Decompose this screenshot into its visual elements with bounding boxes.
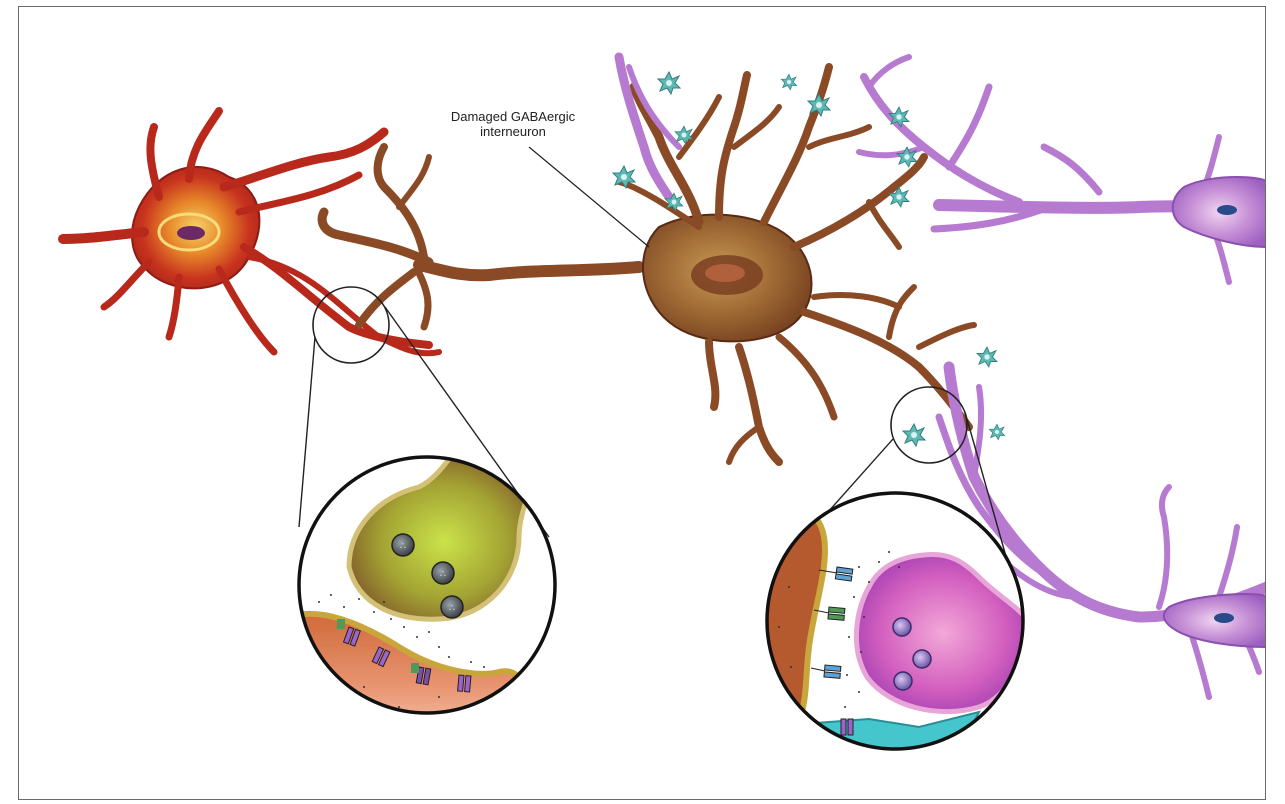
svg-text:∴: ∴ [400,541,406,552]
figure-frame: ∴ ∴ ∴ [18,6,1266,800]
interneuron-label: Damaged GABAergic interneuron [423,109,603,139]
interneuron-label-line2: interneuron [423,124,603,139]
svg-text:∴: ∴ [440,569,446,580]
interneuron-label-line1: Damaged GABAergic [423,109,603,124]
svg-text:∴: ∴ [449,603,455,614]
synapse-zoom-left: ∴ ∴ ∴ [289,447,555,733]
callout-line [529,147,649,247]
synapse-zoom-right [754,493,1029,767]
gabaergic-interneuron [322,67,974,462]
neuron-illustration: ∴ ∴ ∴ [19,7,1266,800]
